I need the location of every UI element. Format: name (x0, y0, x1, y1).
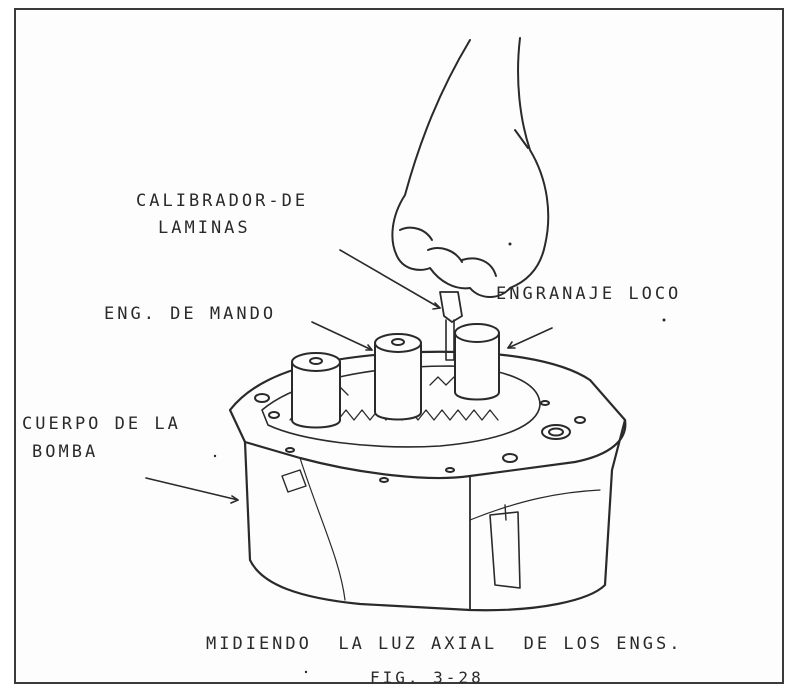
label-idler-gear: ENGRANAJE LOCO (496, 284, 682, 304)
left-shaft (291, 352, 341, 429)
label-pump-body-line1: CUERPO DE LA (22, 414, 181, 434)
drive-shaft (374, 333, 422, 421)
pump-body-side (243, 418, 627, 612)
idler-shaft (454, 323, 500, 401)
pump-body-top (228, 350, 627, 480)
feeler-gauge (439, 291, 463, 323)
label-pump-body-line2: BOMBA (32, 442, 99, 462)
label-feeler-gauge-line2: LAMINAS (158, 218, 251, 238)
label-feeler-gauge-line1: CALIBRADOR-DE (136, 191, 309, 211)
label-drive-gear: ENG. DE MANDO (104, 304, 277, 324)
figure-caption: MIDIENDO LA LUZ AXIAL DE LOS ENGS. (206, 634, 683, 654)
hand (391, 37, 550, 298)
figure-number: FIG. 3-28 (370, 668, 484, 687)
